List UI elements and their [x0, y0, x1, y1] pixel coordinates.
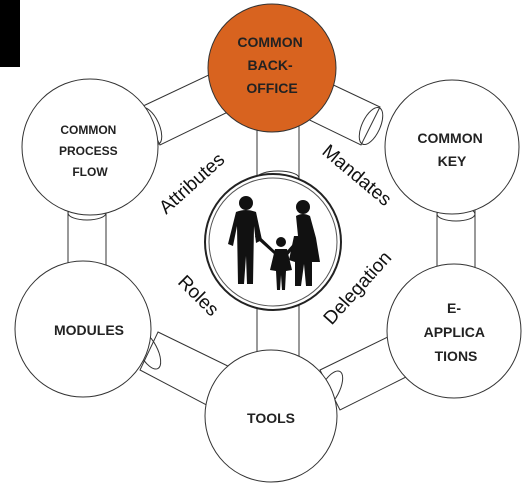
svg-text:TOOLS: TOOLS: [247, 410, 295, 426]
center-outer-ring: [204, 173, 342, 311]
common-key-circle: [384, 79, 520, 215]
node-tools[interactable]: TOOLS: [204, 349, 338, 483]
center-inner-ring: [208, 177, 338, 307]
svg-text:E- APPLICA TIONS: E- APPLICA TIONS: [424, 300, 489, 364]
svg-text:MODULES: MODULES: [54, 322, 124, 338]
svg-text:COMMON BACK- OFFIC: COMMON BACK- OFFICE: [237, 34, 306, 96]
back-office-circle: [207, 3, 337, 133]
back-office-line-1: COMMON: [237, 34, 302, 50]
common-key-line-1: COMMON: [417, 130, 482, 146]
e-applications-line-2: APPLICA: [424, 324, 485, 340]
e-applications-circle: [386, 263, 522, 399]
e-applications-line-3: TIONS: [435, 348, 478, 364]
svg-text:COMMON KEY: COMMON KEY: [417, 130, 486, 169]
family-silhouette-icon: [228, 196, 320, 290]
modules-circle: [14, 260, 152, 398]
process-flow-line-3: FLOW: [72, 165, 108, 179]
spoke-label-mandates: Mandates: [318, 141, 395, 211]
back-office-line-2: BACK-: [248, 57, 293, 73]
node-e-applications[interactable]: E- APPLICA TIONS: [386, 263, 522, 399]
svg-text:COMMON PROCESS FLO: COMMON PROCESS FLOW: [59, 123, 121, 179]
tools-circle: [204, 349, 338, 483]
e-applications-line-1: E-: [447, 300, 461, 316]
process-flow-circle: [21, 78, 159, 216]
back-office-line-3: OFFICE: [246, 80, 297, 96]
common-key-line-2: KEY: [438, 153, 467, 169]
modules-line-1: MODULES: [54, 322, 124, 338]
process-flow-line-1: COMMON: [60, 123, 116, 137]
node-modules[interactable]: MODULES: [14, 260, 152, 398]
corner-bar: [0, 0, 20, 67]
node-common-key[interactable]: COMMON KEY: [384, 79, 520, 215]
process-flow-line-2: PROCESS: [59, 144, 118, 158]
tools-line-1: TOOLS: [247, 410, 295, 426]
center-hub: [204, 173, 342, 311]
node-common-back-office[interactable]: COMMON BACK- OFFICE: [207, 3, 337, 133]
node-common-process-flow[interactable]: COMMON PROCESS FLOW: [21, 78, 159, 216]
